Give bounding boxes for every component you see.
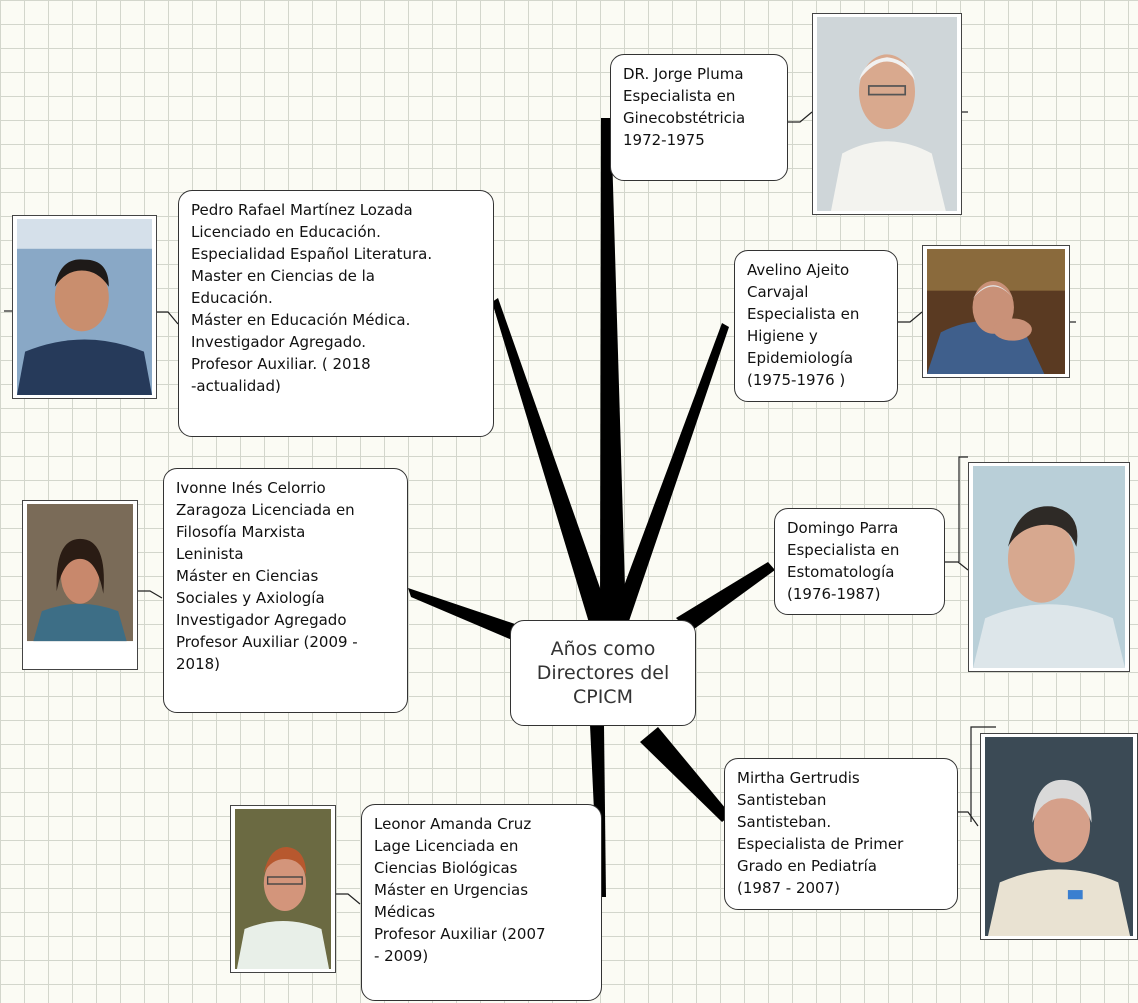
portrait-woman-grey-hair-icon bbox=[985, 737, 1133, 936]
spoke-celorrio bbox=[408, 588, 518, 640]
link-pluma-photo bbox=[787, 111, 813, 123]
spoke-parra bbox=[676, 562, 775, 632]
portrait-man-dark-hair-icon bbox=[973, 466, 1125, 668]
spoke-pluma bbox=[600, 118, 626, 622]
photo-martinez bbox=[12, 215, 157, 399]
portrait-elderly-man-glasses-icon bbox=[927, 249, 1065, 374]
link-celorrio-photo bbox=[137, 590, 163, 599]
photo-ajeito bbox=[922, 245, 1070, 378]
photo-parra bbox=[968, 462, 1130, 672]
link-parra-photo bbox=[944, 561, 969, 571]
link-ajeito-photo bbox=[898, 311, 923, 323]
director-box-santisteban: Mirtha Gertrudis Santisteban Santisteban… bbox=[724, 758, 958, 910]
link-santisteban-photo bbox=[958, 811, 979, 827]
director-box-parra: Domingo Parra Especialista en Estomatolo… bbox=[774, 508, 945, 615]
link-cruz-photo bbox=[336, 893, 361, 905]
bracket-parra bbox=[958, 456, 968, 562]
spoke-santisteban bbox=[640, 727, 731, 822]
photo-santisteban bbox=[980, 733, 1138, 940]
portrait-elderly-man-white-hair-icon bbox=[817, 17, 957, 211]
director-box-cruz: Leonor Amanda Cruz Lage Licenciada en Ci… bbox=[361, 804, 602, 1001]
spoke-ajeito bbox=[612, 323, 729, 624]
director-box-martinez: Pedro Rafael Martínez Lozada Licenciado … bbox=[178, 190, 494, 437]
photo-cruz bbox=[230, 805, 336, 973]
director-box-ajeito: Avelino Ajeito Carvajal Especialista en … bbox=[734, 250, 898, 402]
link-martinez-photo bbox=[156, 311, 179, 325]
photo-celorrio bbox=[22, 500, 138, 670]
portrait-woman-glasses-icon bbox=[235, 809, 331, 969]
bracket-santisteban bbox=[970, 726, 996, 822]
spoke-martinez bbox=[492, 298, 612, 626]
portrait-woman-dark-hair-icon bbox=[27, 504, 133, 666]
center-node: Años como Directores del CPICM bbox=[510, 620, 696, 726]
photo-pluma bbox=[812, 13, 962, 215]
portrait-man-blue-shirt-icon bbox=[17, 219, 152, 395]
director-box-celorrio: Ivonne Inés Celorrio Zaragoza Licenciada… bbox=[163, 468, 408, 713]
director-box-pluma: DR. Jorge Pluma Especialista en Ginecobs… bbox=[610, 54, 788, 181]
